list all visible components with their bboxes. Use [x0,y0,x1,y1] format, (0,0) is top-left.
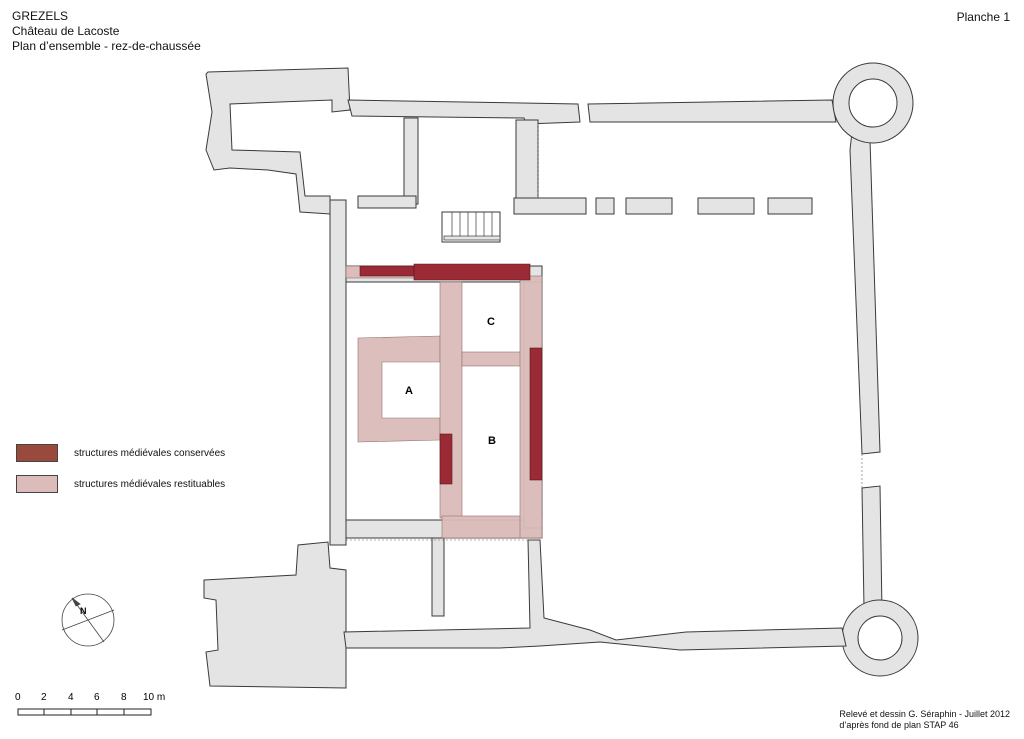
southwest-tower [203,541,347,689]
north-curtain-wall [587,99,837,123]
walls [203,62,919,689]
building-name: Château de Lacoste [12,24,120,38]
west-wall [329,199,347,546]
south-curtain-wall [343,539,847,651]
scale-tick-0: 0 [15,692,21,703]
north-range-inner-wall [357,195,417,209]
east-curtain-south [861,485,883,613]
restituable-structures [345,265,543,539]
room-label-a: A [405,385,413,397]
legend-item-restituable: structures médiévales restituables [16,475,225,493]
legend-label-restituable: structures médiévales restituables [74,478,226,490]
cross-wall-segment-2 [595,197,615,215]
room-label-c: C [487,316,495,328]
south-range-partition [431,537,445,617]
title-block: GREZELS Château de Lacoste Plan d’ensemb… [12,9,201,54]
compass-north-label: N [80,606,87,616]
north-range-partition [403,117,419,205]
legend-swatch-conserved [16,444,58,462]
compass-icon [61,593,115,647]
stair-treads [443,212,501,241]
room-label-b: B [488,435,496,447]
credits: Relevé et dessin G. Séraphin - Juillet 2… [839,709,1010,731]
plan-name: Plan d’ensemble - rez-de-chaussée [12,39,201,53]
credits-line-1: Relevé et dessin G. Séraphin - Juillet 2… [839,709,1010,719]
cross-wall-segment-3 [625,197,673,215]
legend-item-conserved: structures médiévales conservées [16,444,225,462]
scale-tick-8: 8 [121,692,127,703]
scale-tick-2: 2 [41,692,47,703]
northwest-tower [205,67,351,215]
dashed-thresholds [346,124,863,541]
sheet-number: Planche 1 [956,10,1010,24]
conserved-structures [359,263,543,485]
legend-swatch-restituable [16,475,58,493]
scale-tick-10: 10 m [143,692,165,703]
cross-wall-segment-1 [513,197,587,215]
cross-wall-segment-5 [767,197,813,215]
credits-line-2: d’après fond de plan STAP 46 [839,720,959,730]
scale-bar [17,708,152,716]
site-name: GREZELS [12,9,69,23]
north-range-east-wall [515,119,539,205]
cross-wall-segment-4 [697,197,755,215]
legend-label-conserved: structures médiévales conservées [74,447,226,459]
east-curtain-north [849,131,881,455]
scale-tick-6: 6 [94,692,100,703]
scale-tick-4: 4 [68,692,74,703]
north-range-wall [347,99,581,125]
